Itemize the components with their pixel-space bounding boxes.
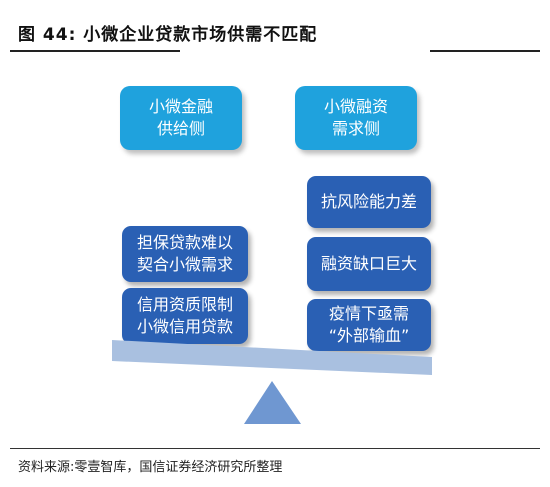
seesaw-fulcrum <box>244 381 301 424</box>
supply-factor-guarantee-line-1: 担保贷款难以 <box>136 233 233 252</box>
top-rule-gap <box>180 48 430 54</box>
supply-header-line-2: 供给侧 <box>156 119 205 138</box>
demand-factor-risk: 抗风险能力差 <box>307 176 431 228</box>
demand-factor-pandemic-line-1: 疫情下亟需 <box>328 304 409 323</box>
figure-title: 图 44: 小微企业贷款市场供需不匹配 <box>18 25 318 45</box>
demand-side-header: 小微融资 需求侧 <box>295 86 417 150</box>
supply-factor-credit: 信用资质限制 小微信用贷款 <box>122 288 248 344</box>
demand-factor-gap-line-1: 融资缺口巨大 <box>320 254 417 273</box>
demand-header-line-1: 小微融资 <box>323 97 388 116</box>
supply-side-header: 小微金融 供给侧 <box>120 86 242 150</box>
demand-factor-risk-line-1: 抗风险能力差 <box>320 192 417 211</box>
supply-factor-credit-line-2: 小微信用贷款 <box>136 317 233 336</box>
supply-header-line-1: 小微金融 <box>148 97 213 116</box>
supply-factor-credit-line-1: 信用资质限制 <box>136 295 233 314</box>
supply-factor-guarantee-line-2: 契合小微需求 <box>136 255 233 274</box>
demand-factor-pandemic-line-2: “外部输血” <box>328 326 410 345</box>
supply-factor-guarantee: 担保贷款难以 契合小微需求 <box>122 226 248 282</box>
bottom-rule <box>10 448 540 449</box>
demand-header-line-2: 需求侧 <box>331 119 380 138</box>
source-note: 资料来源:零壹智库，国信证券经济研究所整理 <box>18 460 283 475</box>
demand-factor-gap: 融资缺口巨大 <box>307 237 431 291</box>
demand-factor-pandemic: 疫情下亟需 “外部输血” <box>307 299 431 351</box>
